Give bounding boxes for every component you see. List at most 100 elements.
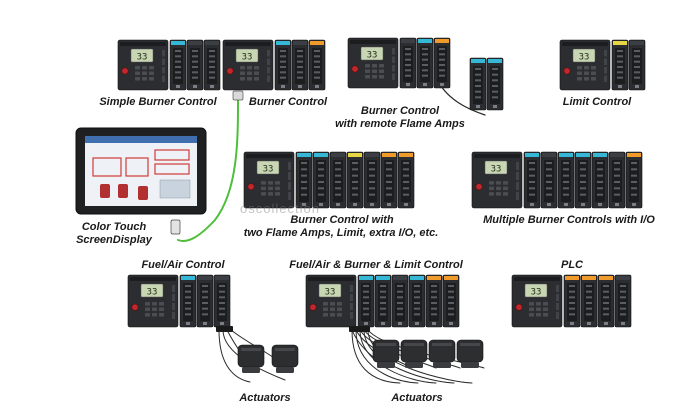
terminal-slot — [422, 58, 428, 61]
connector-plug-icon — [216, 326, 221, 332]
terminal-slot — [363, 290, 369, 293]
screen-burner-icon — [118, 184, 128, 198]
terminal-slot — [280, 66, 286, 68]
terminal-slot — [634, 55, 640, 58]
connector-port — [381, 322, 385, 325]
controller-module-icon — [222, 39, 274, 91]
terminal-slot — [202, 313, 208, 316]
module-color-tab — [582, 276, 596, 280]
keypad-button — [543, 313, 548, 317]
terminal-slot — [439, 69, 445, 72]
terminal-block — [604, 67, 607, 74]
terminal-slot — [422, 74, 428, 77]
terminal-block — [288, 192, 291, 200]
terminal-slot — [185, 290, 191, 293]
module-color-tab — [331, 153, 345, 157]
actuator-icon — [428, 339, 456, 368]
keypad-button — [142, 71, 147, 75]
keypad-button — [372, 69, 377, 73]
keypad-button — [159, 313, 164, 317]
terminal-slot — [318, 181, 324, 183]
keypad-button — [254, 66, 259, 70]
terminal-slot — [397, 290, 403, 293]
terminal-slot — [529, 181, 535, 183]
terminal-slot — [405, 64, 411, 66]
terminal-slot — [597, 168, 603, 171]
actuator-icon — [456, 339, 484, 368]
terminal-block — [556, 312, 559, 319]
terminal-slot — [634, 50, 640, 52]
module-color-tab — [410, 276, 424, 280]
terminal-block — [172, 294, 175, 301]
connector-port — [423, 83, 427, 86]
terminal-slot — [280, 76, 286, 79]
screen-burner-icon — [138, 186, 148, 200]
terminal-slot — [603, 296, 609, 299]
keypad-button — [337, 302, 342, 306]
terminal-slot — [529, 193, 535, 196]
lcd-screen — [256, 160, 280, 175]
lcd-screen — [572, 48, 596, 63]
terminal-block — [162, 50, 165, 57]
actuator-cable-line — [218, 329, 251, 383]
terminal-slot — [597, 181, 603, 183]
module-color-tab — [393, 276, 407, 280]
watermark-text: oscollection — [240, 201, 320, 216]
group-fuel-air-burner-limit: 33 — [305, 274, 460, 328]
caption-remote-amps-2: with remote Flame Amps — [335, 118, 465, 130]
lcd-screen — [484, 160, 508, 175]
actuator-highlight — [432, 343, 452, 346]
keypad-button — [365, 69, 370, 73]
terminal-slot — [586, 313, 592, 316]
connector-plug-icon — [353, 326, 358, 332]
terminal-slot — [363, 296, 369, 299]
connector-port — [632, 203, 636, 206]
keypad-button — [577, 71, 582, 75]
keypad-button — [496, 186, 501, 191]
terminal-block — [350, 312, 353, 319]
module-top-strip — [308, 277, 354, 281]
connector-port — [618, 85, 622, 88]
keypad-button — [268, 192, 273, 196]
keypad-button — [142, 77, 147, 81]
caption-remote-amps-1: Burner Control — [360, 105, 440, 117]
keypad-button — [247, 66, 252, 70]
terminal-slot — [397, 285, 403, 287]
keypad-button — [247, 71, 252, 75]
connector-port — [615, 203, 619, 206]
terminal-block — [267, 75, 270, 82]
terminal-slot — [403, 181, 409, 183]
terminal-slot — [614, 174, 620, 177]
terminal-slot — [280, 60, 286, 63]
terminal-slot — [301, 181, 307, 183]
terminal-slot — [620, 290, 626, 293]
keypad-button — [254, 71, 259, 75]
terminal-slot — [448, 285, 454, 287]
terminal-slot — [492, 85, 498, 87]
terminal-slot — [219, 302, 225, 304]
keypad-button — [149, 71, 154, 75]
module-color-tab — [559, 153, 573, 157]
module-top-strip — [514, 277, 560, 281]
connector-port — [315, 85, 319, 88]
module-color-tab — [576, 153, 590, 157]
terminal-block — [604, 58, 607, 65]
module-top-strip — [130, 277, 176, 281]
lcd-readout: 33 — [579, 53, 590, 63]
terminal-slot — [209, 76, 215, 79]
terminal-slot — [439, 64, 445, 66]
connector-port — [370, 203, 374, 206]
terminal-block — [350, 303, 353, 310]
actuator-icon — [271, 344, 299, 373]
terminal-slot — [297, 60, 303, 63]
connector-port — [210, 85, 214, 88]
terminal-slot — [318, 187, 324, 190]
actuator-base — [276, 367, 294, 373]
keypad-button — [489, 192, 494, 196]
lcd-screen — [130, 48, 154, 63]
terminal-slot — [448, 313, 454, 316]
power-button-icon — [475, 183, 483, 191]
power-button-icon — [247, 183, 255, 191]
terminal-slot — [335, 181, 341, 183]
group-fuel-air: 33 — [127, 274, 231, 328]
